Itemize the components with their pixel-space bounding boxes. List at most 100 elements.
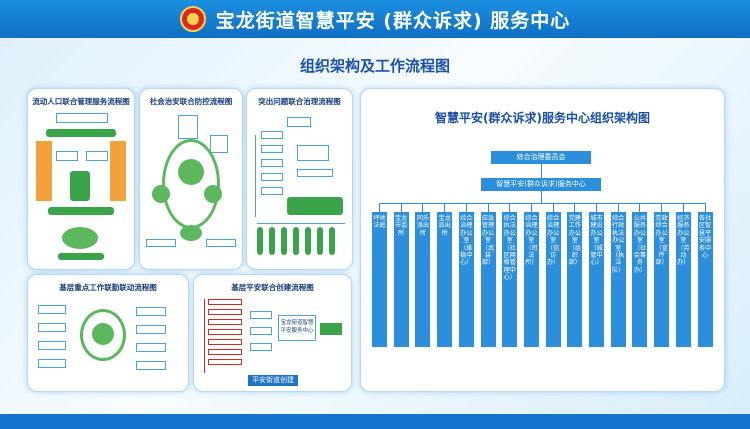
flow-box [56,151,78,161]
flow-box [178,115,198,139]
flow-box [297,169,333,177]
connector-line [255,135,256,217]
connector-line [257,223,345,224]
panel-title: 基层平安联合创建流程图 [231,283,314,292]
connector-line [596,203,597,212]
panel-org-chart: 智慧平安(群众诉求)服务中心组织架构图 综合治理委员会 智慧平安(群众诉求)服务… [360,88,725,392]
flow-box [261,187,283,195]
flow-box [136,325,166,334]
flow-bar [46,129,116,137]
flow-box [261,159,283,167]
flow-circle [178,159,204,185]
flow-box [210,135,228,153]
police-emblem-icon [179,6,206,32]
flow-circle [62,227,98,249]
flow-box [136,307,166,316]
flow-arrow [320,323,342,335]
flow-box [38,341,66,350]
connector-line [574,203,576,212]
panel-title: 社会治安联合防控流程图 [149,97,233,106]
flow-box [56,113,108,123]
flow-box [287,117,311,127]
flow-circle [204,185,222,203]
flow-circle [92,323,114,345]
flow-bar [329,227,335,255]
org-dept-box: 经济服务办公室（劳动办） [675,212,691,347]
center-box-label: 宝龙街道智慧平安服务中心 [280,320,314,334]
flow-box [38,359,66,368]
flow-bar [58,253,104,260]
panel-prominent-issues: 突出问题联合治理流程图 [246,88,353,270]
flow-box [146,239,176,247]
flow-box [208,299,242,305]
flow-box [261,173,283,181]
org-top-box: 综合治理委员会 [491,151,591,164]
arrow-shape [110,141,126,201]
org-dept-box: 综合治理办公室（司法所） [523,212,539,347]
connector-line [465,203,467,212]
org-dept-box: 各社区智慧平安服务中心 [697,212,713,347]
connector-line [379,203,705,204]
flow-bar [269,227,275,255]
org-dept-box: 党政综合办公室（宣传部） [654,212,670,347]
connector-line [530,203,532,212]
org-dept-box: 综合行政执法办公室（执法队） [610,212,626,347]
org-chart-title: 智慧平安(群众诉求)服务中心组织架构图 [435,111,650,125]
flow-box [38,305,66,314]
org-dept-box: 综合治理办公室（维稳中心） [458,212,474,347]
org-dept-box: 同乐派出所 [415,212,431,347]
panel-title: 基层重点工作联勤联动流程图 [59,283,157,292]
connector-line [487,203,489,212]
flow-box [261,145,283,153]
connector-line [541,191,542,203]
panel-grassroots-peace: 基层平安联合创建流程图 宝龙街道智慧平安服务中心 平安街道创建 [193,274,352,392]
flow-box [250,343,272,351]
flow-box [136,343,166,352]
org-second-box: 智慧平安(群众诉求)服务中心 [481,178,601,191]
org-dept-box: 坪地法庭 [372,212,387,347]
panel-title: 流动人口联合管理服务流程图 [32,97,130,106]
peace-street-label: 平安街道创建 [248,375,298,386]
flow-box [86,151,108,161]
flow-bar [287,197,343,215]
panel-key-work-linkage: 基层重点工作联勤联动流程图 [27,274,189,392]
flow-box [208,349,242,355]
flow-ring [80,309,126,361]
connector-line [379,203,380,212]
connector-line [444,203,446,212]
connector-line [682,203,684,212]
org-dept-box: 宝龙市监所 [393,212,409,347]
flow-box [206,239,236,247]
panel-public-security: 社会治安联合防控流程图 [139,88,243,270]
connector-line [204,299,205,373]
flow-box [208,339,242,345]
org-dept-box: 综合治理办公室（信访办） [545,212,561,347]
org-dept-box: 城市建设办公室（城管中心） [589,212,604,347]
connector-line [509,203,511,212]
flow-box [208,309,242,315]
org-dept-box: 应急管理办公室（武装部） [480,212,496,347]
flow-circle [152,185,170,203]
connector-line [617,203,619,212]
flow-bar [48,207,114,215]
arrow-shape [36,141,52,201]
flow-box [38,323,66,332]
page-title: 宝龙街道智慧平安 (群众诉求) 服务中心 [215,9,571,32]
panel-floating-population: 流动人口联合管理服务流程图 [27,88,135,270]
flow-bar [257,227,263,255]
connector-line [552,203,554,212]
connector-line [422,203,424,212]
flow-bar [317,227,323,255]
flow-bar [305,227,311,255]
flow-box [136,361,166,370]
org-dept-box: 综合执法办公室（社区网格管理中心） [502,212,518,347]
flow-bar [70,171,90,201]
footer-bar [0,414,750,429]
flow-box [208,359,242,365]
org-dept-box: 宝龙派出所 [437,212,453,347]
flow-box [250,327,272,335]
connector-line [704,203,706,212]
flow-box: 宝龙街道智慧平安服务中心 [278,315,316,341]
section-title: 组织架构及工作流程图 [299,57,450,75]
flow-bar [281,227,287,255]
